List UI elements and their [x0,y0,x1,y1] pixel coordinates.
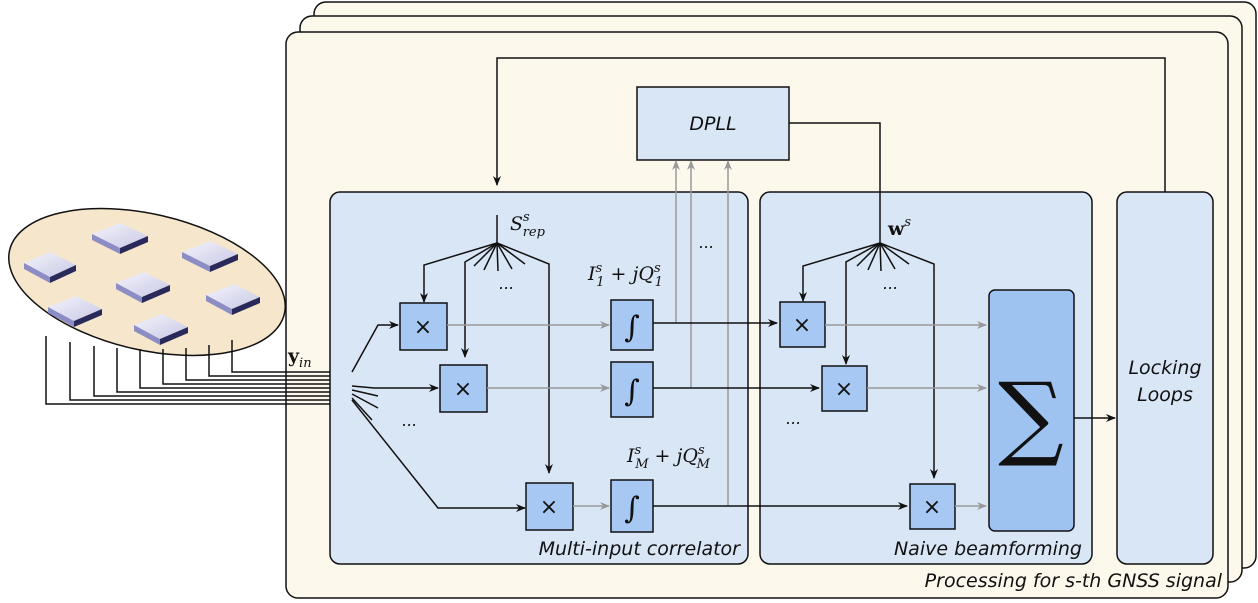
antenna-element-7 [134,314,188,345]
weights-ellipsis: ... [883,274,898,293]
correlator-panel [329,191,749,565]
sum-gray-inputs [825,321,987,510]
svg-text:×: × [414,315,432,340]
antenna-element-4 [116,272,170,303]
integrator-3: ∫ [610,479,654,533]
branch-ellipsis: ... [402,411,417,430]
svg-text:×: × [540,495,558,520]
integrator-1: ∫ [610,299,654,351]
input-branches [351,321,526,512]
antenna-element-3 [24,252,76,283]
beam-multiplier-3: × [909,483,956,530]
processing-label: Processing for s-th GNSS signal [925,570,1223,592]
correlator-multiplier-3: × [525,482,574,531]
locking-label-line2: Loops [1137,384,1193,406]
dpll-input-ellipsis: ... [699,233,714,252]
input-symbol: yin [287,345,312,371]
correlator-gray-links [447,321,610,510]
dpll-gray-inputs [672,160,732,506]
svg-text:∫: ∫ [624,310,640,345]
dpll-weights-line [789,122,881,243]
svg-text:∫: ∫ [624,491,640,526]
dpll-label: DPLL [689,113,736,135]
sum-block [988,289,1075,532]
antenna-element-5 [206,284,260,315]
antenna-wires [45,336,352,405]
correlator-multiplier-1: × [399,302,448,351]
svg-text:×: × [835,377,853,402]
svg-text:×: × [923,495,941,520]
integrator-outputs [653,319,908,510]
svg-text:×: × [793,313,811,338]
integrator-2: ∫ [610,361,654,418]
antenna-element-2 [182,241,238,272]
beam-branch-ellipsis: ... [786,409,801,428]
dpll-block [636,86,790,161]
locking-label-line1: Locking [1128,357,1201,379]
antenna-array [8,207,286,357]
feedback-line [493,57,1166,192]
svg-text:∫: ∫ [624,374,640,409]
weights-fan [799,242,938,479]
replica-ellipsis: ... [499,274,514,293]
weights-symbol: ws [887,215,911,240]
sum-symbol: ∑ [998,363,1064,470]
correlator-multiplier-2: × [439,364,488,413]
beamforming-label: Naive beamforming [894,538,1082,560]
svg-text:×: × [454,377,472,402]
antenna-element-6 [48,296,102,327]
antenna-element-1 [92,223,148,254]
beam-multiplier-2: × [821,365,868,412]
beam-multiplier-1: × [779,301,826,348]
correlator-label: Multi-input correlator [539,538,742,560]
